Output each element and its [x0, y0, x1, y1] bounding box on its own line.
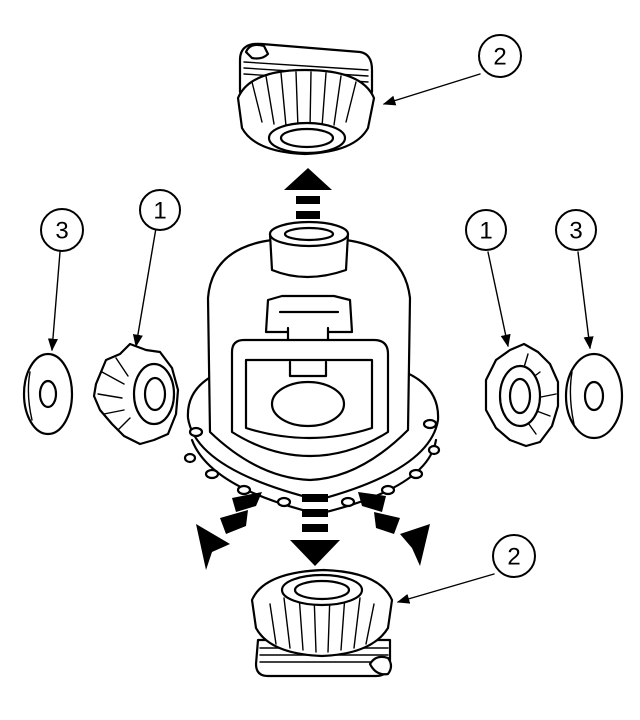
- callout-label: 3: [55, 218, 68, 245]
- bottom-gear-removal-arrows: [196, 492, 430, 570]
- top-side-gear: [236, 42, 376, 156]
- right-pinion-gear: [484, 342, 560, 448]
- callout-label: 1: [479, 218, 492, 245]
- right-thrust-washer: [564, 352, 624, 440]
- callout-label: 1: [153, 198, 166, 225]
- leader-line-3-left: [47, 251, 61, 352]
- callout-3-right: 3: [555, 209, 597, 251]
- callout-label: 2: [507, 544, 520, 571]
- leader-line-1-left: [132, 227, 157, 348]
- callout-3-left: 3: [40, 208, 84, 252]
- leader-line-1-right: [487, 251, 511, 348]
- callout-label: 2: [493, 44, 506, 71]
- callout-1-right: 1: [465, 209, 507, 251]
- differential-case: [183, 220, 441, 516]
- left-thrust-washer: [22, 352, 74, 436]
- callout-2-bottom: 2: [492, 534, 536, 578]
- leader-line-3-right: [577, 251, 594, 350]
- leader-line-2-top: [382, 73, 481, 106]
- leader-line-2-bottom: [396, 573, 495, 604]
- callout-2-top: 2: [478, 34, 522, 78]
- left-pinion-gear: [92, 342, 180, 446]
- bottom-side-gear: [250, 568, 394, 678]
- callout-label: 3: [569, 218, 582, 245]
- callout-1-left: 1: [139, 189, 181, 231]
